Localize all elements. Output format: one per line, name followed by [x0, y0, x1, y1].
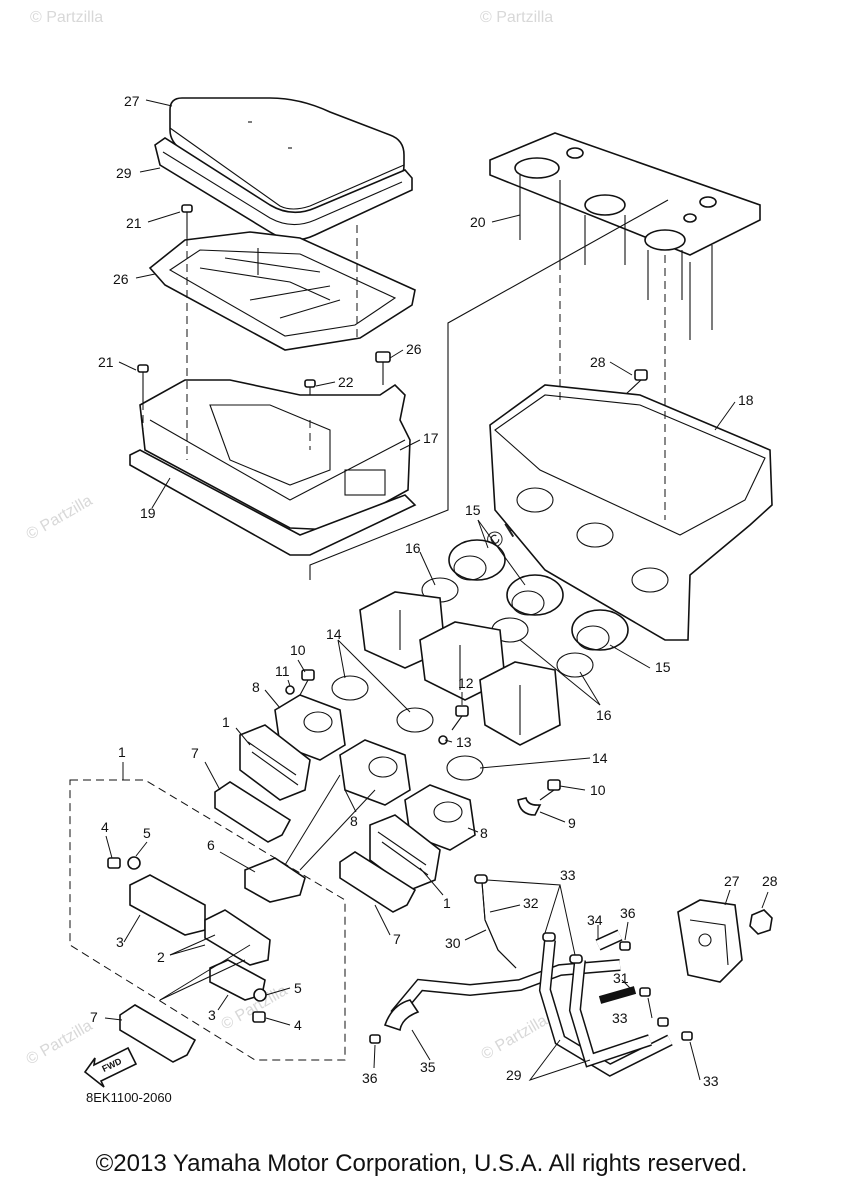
callout-35: 35	[420, 1059, 436, 1075]
part-27-oil-pump	[677, 899, 773, 983]
part-24-bolt	[624, 369, 648, 396]
part-22-frame	[148, 231, 416, 351]
callout-29: 29	[506, 1067, 522, 1083]
callout-7: 7	[191, 745, 199, 761]
callout-31: 31	[613, 970, 629, 986]
callout-1: 1	[222, 714, 230, 730]
watermark-top-right: © Partzilla	[480, 9, 553, 26]
callout-5: 5	[294, 980, 302, 996]
copyright-notice: ©2013 Yamaha Motor Corporation, U.S.A. A…	[95, 1150, 748, 1177]
callout-15: 15	[655, 659, 671, 675]
callout-labels: 27 29 21 26 21 22 26 17 19 20 28 18 15 1…	[90, 93, 778, 1089]
callout-1: 1	[443, 895, 451, 911]
callout-25: 29	[116, 165, 132, 181]
part-17-airbox	[139, 379, 411, 531]
callout-11: 11	[275, 663, 290, 679]
callout-18: 18	[738, 392, 754, 408]
callout-20: 20	[470, 214, 486, 230]
guide-lines	[142, 199, 669, 580]
leader-lines	[104, 99, 769, 1081]
callout-5: 5	[143, 825, 151, 841]
callout-14: 14	[326, 626, 342, 642]
watermark-mid-left: © Partzilla	[24, 492, 96, 543]
callout-17: 17	[423, 430, 439, 446]
callout-8: 8	[252, 679, 260, 695]
callout-3: 3	[116, 934, 124, 950]
carburetor-assembly	[359, 591, 561, 746]
callout-23: 27	[124, 93, 140, 109]
callout-15: 15	[465, 502, 481, 518]
callout-33: 33	[560, 867, 576, 883]
callout-19: 19	[140, 505, 156, 521]
callout-30: 30	[445, 935, 461, 951]
callout-1: 1	[118, 744, 126, 760]
callout-10: 10	[290, 642, 306, 658]
callout-16: 16	[405, 540, 421, 556]
callout-4: 4	[101, 819, 109, 835]
callout-36: 36	[620, 905, 636, 921]
callout-9: 9	[568, 815, 576, 831]
callout-8: 8	[350, 813, 358, 829]
callout-34: 34	[587, 912, 603, 928]
part-19-seal	[129, 449, 417, 556]
watermark-bottom-left: © Partzilla	[24, 1017, 96, 1068]
callout-6: 6	[207, 837, 215, 853]
callout-10: 10	[590, 782, 606, 798]
callout-22: 26	[113, 271, 129, 287]
callout-7: 7	[90, 1009, 98, 1025]
callout-28: 28	[762, 873, 778, 889]
watermark-top-left: © Partzilla	[30, 9, 103, 26]
hose-clips	[369, 874, 693, 1044]
part-8-manifolds	[274, 694, 476, 851]
callout-16: 16	[596, 707, 612, 723]
callout-21: 21	[98, 354, 114, 370]
watermark-bottom-right: © Partzilla	[479, 1012, 551, 1063]
small-fasteners	[285, 669, 561, 816]
callout-24: 28	[590, 354, 606, 370]
callout-32: 32	[523, 895, 539, 911]
parts-diagram: © Partzilla © Partzilla © Partzilla © Pa…	[24, 9, 778, 1105]
callout-21: 22	[338, 374, 354, 390]
part-26-bolt	[375, 351, 391, 385]
callout-33: 33	[612, 1010, 628, 1026]
part-20-plate	[489, 132, 761, 340]
callout-21: 21	[126, 215, 142, 231]
callout-3: 3	[208, 1007, 216, 1023]
callout-7: 7	[393, 931, 401, 947]
callout-33: 33	[703, 1073, 719, 1089]
callout-12: 12	[458, 675, 474, 691]
part-7-gaskets	[119, 781, 417, 1063]
fwd-arrow-icon: FWD	[83, 1046, 138, 1088]
callout-26: 26	[406, 341, 422, 357]
part-18-housing	[489, 384, 773, 641]
part-15-joints	[448, 539, 629, 651]
callout-2: 2	[157, 949, 165, 965]
callout-27: 27	[724, 873, 740, 889]
diagram-code: 8EK1100-2060	[86, 1090, 172, 1105]
callout-14: 14	[592, 750, 608, 766]
callout-13: 13	[456, 734, 472, 750]
callout-8: 8	[480, 825, 488, 841]
callout-36: 36	[362, 1070, 378, 1086]
callout-4: 4	[294, 1017, 302, 1033]
